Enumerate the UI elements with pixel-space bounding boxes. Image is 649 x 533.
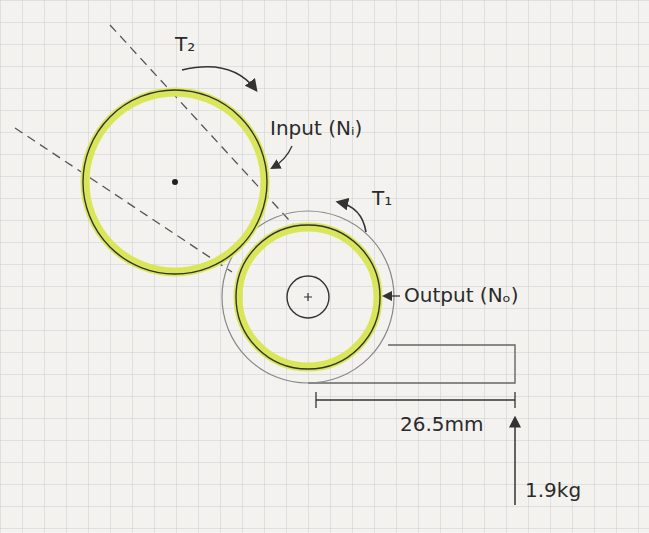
leader-line [384, 295, 400, 296]
output-gear [238, 227, 378, 367]
torque-label: T₂ [175, 32, 195, 56]
dimension-tick [315, 392, 316, 408]
part-label: Output (Nₒ) [404, 283, 519, 307]
load-label: 1.9kg [525, 478, 581, 502]
torque-arrow [182, 67, 256, 90]
input-gear-outline [83, 90, 267, 274]
leader-line [272, 146, 292, 168]
gear-centre [172, 179, 178, 185]
torque-arrow [338, 202, 366, 232]
torque-label: T₁ [372, 186, 392, 210]
dimension-line [316, 399, 515, 400]
dimension-tick [514, 392, 515, 408]
dimension-label: 26.5mm [400, 412, 484, 436]
shaft-centre [304, 293, 312, 301]
part-label: Input (Nᵢ) [270, 116, 362, 140]
force-arrow [514, 418, 516, 505]
input-gear [85, 92, 265, 272]
output-gear-outline [236, 225, 380, 369]
shaft [287, 276, 329, 318]
